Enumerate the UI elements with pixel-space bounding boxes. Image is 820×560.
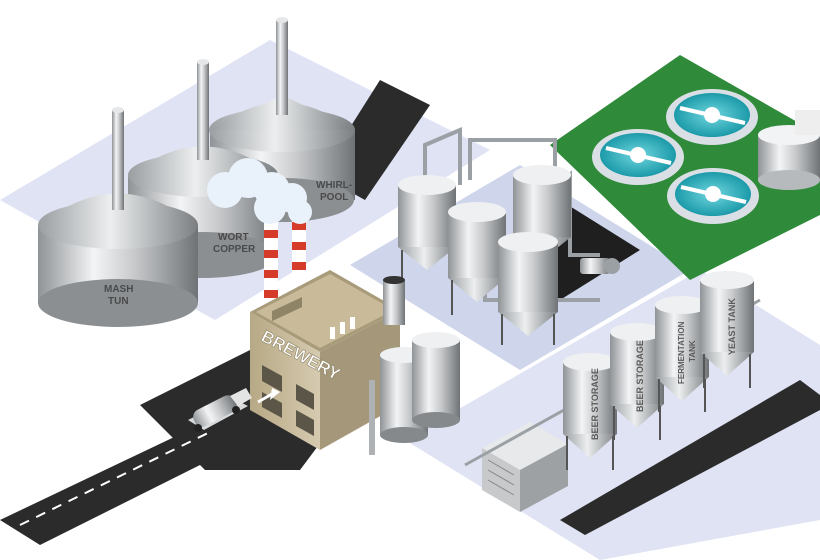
wort-copper-label-1: WORT xyxy=(218,232,249,243)
beer-storage-label-2: BEER STORAGE xyxy=(635,340,645,412)
yeast-tank-label: YEAST TANK xyxy=(727,298,737,355)
chimney-right xyxy=(292,210,306,280)
pump-unit xyxy=(580,258,620,274)
whirlpool-label-1: WHIRL- xyxy=(316,180,352,191)
beer-storage-tank-1 xyxy=(563,353,617,470)
cooling-unit xyxy=(482,422,568,512)
road xyxy=(0,420,250,545)
fermenter-vessel-4 xyxy=(498,232,558,345)
mash-tun-vessel xyxy=(38,107,198,327)
fermenter-vessel-1 xyxy=(398,175,456,285)
clarifier-tank-top xyxy=(666,89,758,145)
building-exhaust-stack xyxy=(383,276,405,325)
chimney-left xyxy=(264,215,278,300)
storage-road xyxy=(560,380,820,535)
delivery-arrow-icon xyxy=(257,388,280,404)
roof-vents xyxy=(330,317,355,339)
mash-tun-label-2: TUN xyxy=(108,296,129,307)
clarifier-tank-left xyxy=(592,129,684,185)
fermenter-vessel-3 xyxy=(448,202,506,315)
mash-tun-label-1: MASH xyxy=(104,284,133,295)
steam-cloud xyxy=(207,158,312,224)
wort-copper-label-2: COPPER xyxy=(213,244,256,255)
clarifier-tank-bottom xyxy=(667,168,759,224)
fermentation-label-2: TANK xyxy=(688,340,697,362)
beer-storage-label-1: BEER STORAGE xyxy=(590,368,600,440)
hot-water-tank-2 xyxy=(412,332,460,428)
whirlpool-label-2: POOL xyxy=(320,192,348,203)
yeast-tank xyxy=(700,271,754,388)
treatment-silo xyxy=(758,110,820,190)
fermentation-label-1: FERMENTATION xyxy=(677,321,686,384)
tanker-truck-icon xyxy=(188,388,252,432)
